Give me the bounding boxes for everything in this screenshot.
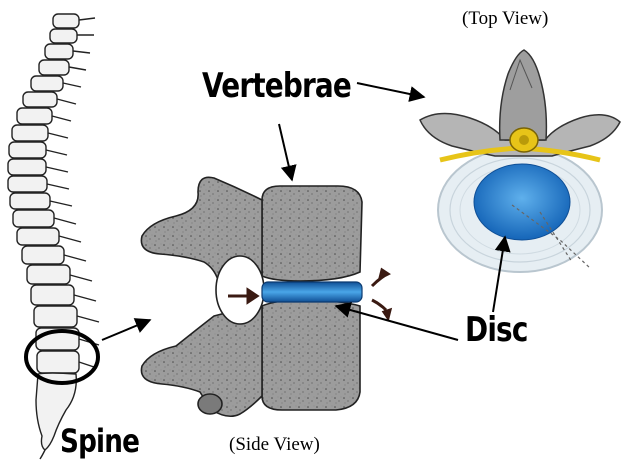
side-view-disc bbox=[262, 282, 362, 302]
vertebrae-label: Vertebrae bbox=[202, 66, 351, 106]
top-view-disc-nucleus bbox=[474, 164, 570, 240]
top-view-vertebra-illustration bbox=[420, 50, 620, 272]
top-view-caption: (Top View) bbox=[462, 8, 548, 30]
side-view-caption: (Side View) bbox=[229, 434, 320, 456]
arrow-icon bbox=[279, 124, 292, 180]
disc-label: Disc bbox=[465, 310, 528, 350]
spine-label: Spine bbox=[60, 422, 139, 460]
arrow-icon bbox=[102, 320, 150, 340]
arrow-icon bbox=[357, 83, 424, 97]
spine-column-illustration bbox=[8, 14, 99, 459]
